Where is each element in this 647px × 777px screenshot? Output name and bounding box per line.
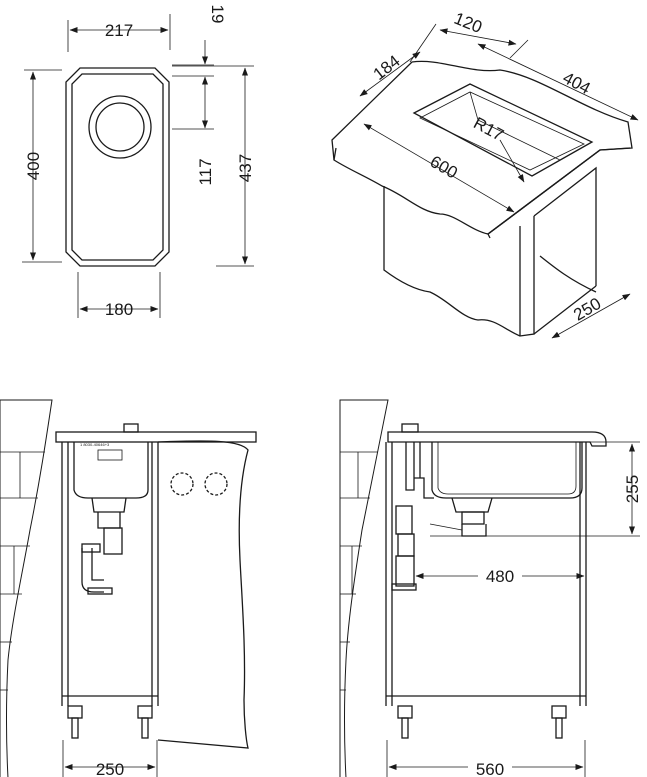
foot-left bbox=[67, 705, 83, 719]
side-view: 255 480 560 bbox=[339, 399, 642, 777]
label-437: 437 bbox=[236, 154, 255, 182]
cabinet-right-top bbox=[533, 166, 597, 286]
label-184: 184 bbox=[370, 51, 404, 83]
brick-wall-side bbox=[339, 399, 389, 777]
dim-flange bbox=[439, 28, 517, 46]
drain-body-side bbox=[461, 511, 485, 525]
label-560: 560 bbox=[476, 760, 504, 777]
label-217: 217 bbox=[105, 21, 133, 40]
label-180: 180 bbox=[105, 300, 133, 319]
foot-left-side bbox=[397, 705, 413, 719]
isometric-view: 120 184 404 R17 600 250 bbox=[331, 9, 639, 339]
overflow-top bbox=[401, 423, 419, 433]
dim-worktop bbox=[363, 123, 515, 213]
outlet-left bbox=[170, 472, 194, 496]
dim-cabinet-depth bbox=[551, 293, 631, 339]
label-117: 117 bbox=[196, 158, 215, 185]
dim-bowl-width bbox=[359, 51, 421, 97]
sink-label-text: 1 8030-40646+3 bbox=[80, 442, 110, 447]
sink-bowl-front bbox=[73, 442, 149, 499]
sink-outer-rim bbox=[65, 67, 170, 267]
worktop-side bbox=[387, 431, 607, 447]
label-255: 255 bbox=[623, 475, 642, 503]
foot-right-side bbox=[551, 705, 567, 719]
label-404: 404 bbox=[560, 68, 594, 98]
drain-outlet bbox=[95, 102, 145, 152]
label-400: 400 bbox=[24, 152, 43, 180]
label-480: 480 bbox=[486, 567, 514, 586]
brick-wall bbox=[0, 399, 53, 777]
tap-hole bbox=[123, 423, 139, 433]
trap-side bbox=[395, 505, 413, 535]
worktop-front bbox=[55, 431, 257, 443]
dim-bowl-length bbox=[477, 43, 639, 121]
top-view: 217 400 180 19 117 437 bbox=[22, 5, 255, 319]
label-r17: R17 bbox=[470, 113, 506, 144]
front-view: 1 8030-40646+3 250 bbox=[0, 399, 257, 777]
foot-right bbox=[137, 705, 153, 719]
cabinet-front-edge bbox=[383, 186, 535, 337]
cabinet-neighbour bbox=[157, 440, 249, 749]
label-19: 19 bbox=[208, 5, 227, 24]
sink-bowl-side bbox=[431, 442, 583, 499]
trap-body bbox=[103, 527, 123, 555]
sink-inner-rim bbox=[71, 73, 164, 261]
label-250-front: 250 bbox=[96, 760, 124, 777]
label-250-iso: 250 bbox=[570, 294, 604, 325]
drain-flange bbox=[88, 95, 152, 159]
outlet-right bbox=[204, 472, 228, 496]
